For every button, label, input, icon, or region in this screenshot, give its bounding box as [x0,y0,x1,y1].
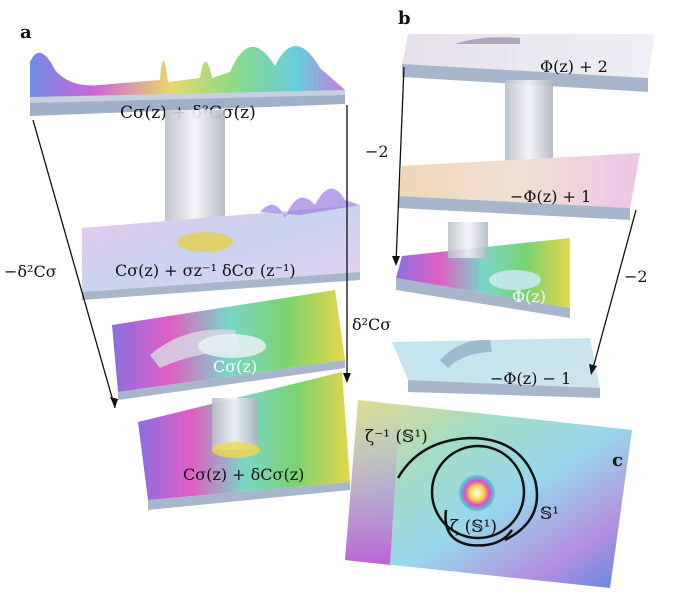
panel-c-label-zeta: ζ (𝕊¹) [450,517,497,537]
panel-a: Cσ(z) + δ²Cσ(z) Cσ(z) + σz⁻¹ δCσ (z⁻¹) C… [4,22,391,510]
panel-a-formula-4: Cσ(z) + δCσ(z) [183,465,304,484]
panel-b-layer-3: Φ(z) [396,222,570,318]
panel-a-layer-2: Cσ(z) + σz⁻¹ δCσ (z⁻¹) [82,188,360,300]
panel-b-formula-1: Φ(z) + 2 [540,57,608,76]
panel-c-curve-inner [444,509,514,547]
panel-a-formula-2: Cσ(z) + σz⁻¹ δCσ (z⁻¹) [115,261,296,280]
panel-c-circle [430,444,526,540]
panel-a-formula-3: Cσ(z) [213,357,257,376]
panel-a-arrow-right-label: δ²Cσ [352,315,391,334]
panel-c-curve-outer [396,436,539,542]
panel-a-label: a [20,22,32,43]
panel-a-arrow-left-label: −δ²Cσ [4,262,57,281]
panel-b-formula-4: −Φ(z) − 1 [490,369,571,388]
panel-b-arrow-left-label: −2 [365,142,389,161]
panel-b-layer-2: −Φ(z) + 1 [398,153,640,220]
panel-c: ζ⁻¹ (𝕊¹) 𝕊¹ ζ (𝕊¹) c [345,400,632,588]
panel-a-layer-4: Cσ(z) + δCσ(z) [138,372,350,510]
panel-c-center-blob [457,473,497,513]
panel-c-label-s1: 𝕊¹ [540,504,559,524]
panel-a-layer-3: Cσ(z) [112,290,345,400]
panel-b-layer-4: −Φ(z) − 1 [392,338,600,398]
panel-b-label: b [398,8,411,29]
panel-c-label: c [612,450,623,471]
panel-b-arrow-left [395,66,405,264]
panel-b-layer-1: Φ(z) + 2 [402,34,655,92]
panel-b: Φ(z) + 2 −Φ(z) + 1 Φ(z) −Φ(z) − 1 −2 [365,8,655,398]
panel-b-formula-2: −Φ(z) + 1 [510,187,591,206]
panel-a-arrow-left [32,119,116,409]
panel-b-arrow-right-label: −2 [624,267,648,286]
panel-b-arrow-right [591,209,637,373]
panel-c-label-zeta-inverse: ζ⁻¹ (𝕊¹) [365,427,428,447]
panel-a-tube [165,110,225,232]
panel-b-formula-3: Φ(z) [512,287,546,306]
